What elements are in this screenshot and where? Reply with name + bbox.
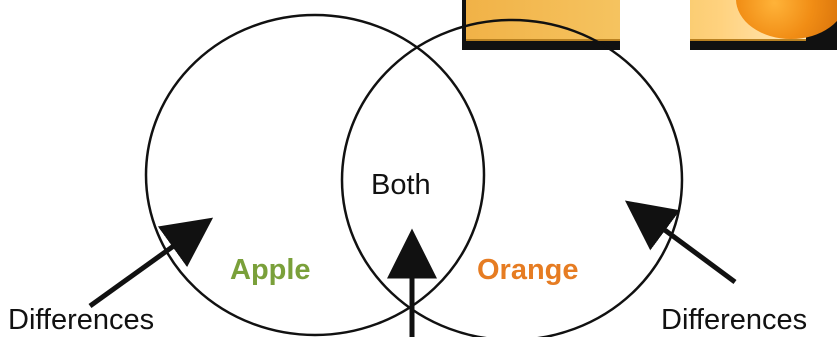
right-difference-arrow [631, 205, 735, 282]
left-difference-arrow [90, 222, 207, 306]
apple-circle [146, 15, 484, 335]
right-differences-label: Differences [661, 306, 807, 335]
apple-label: Apple [230, 256, 311, 285]
overlap-label: Both [371, 171, 431, 200]
left-differences-label: Differences [8, 306, 154, 335]
orange-label: Orange [477, 256, 579, 285]
